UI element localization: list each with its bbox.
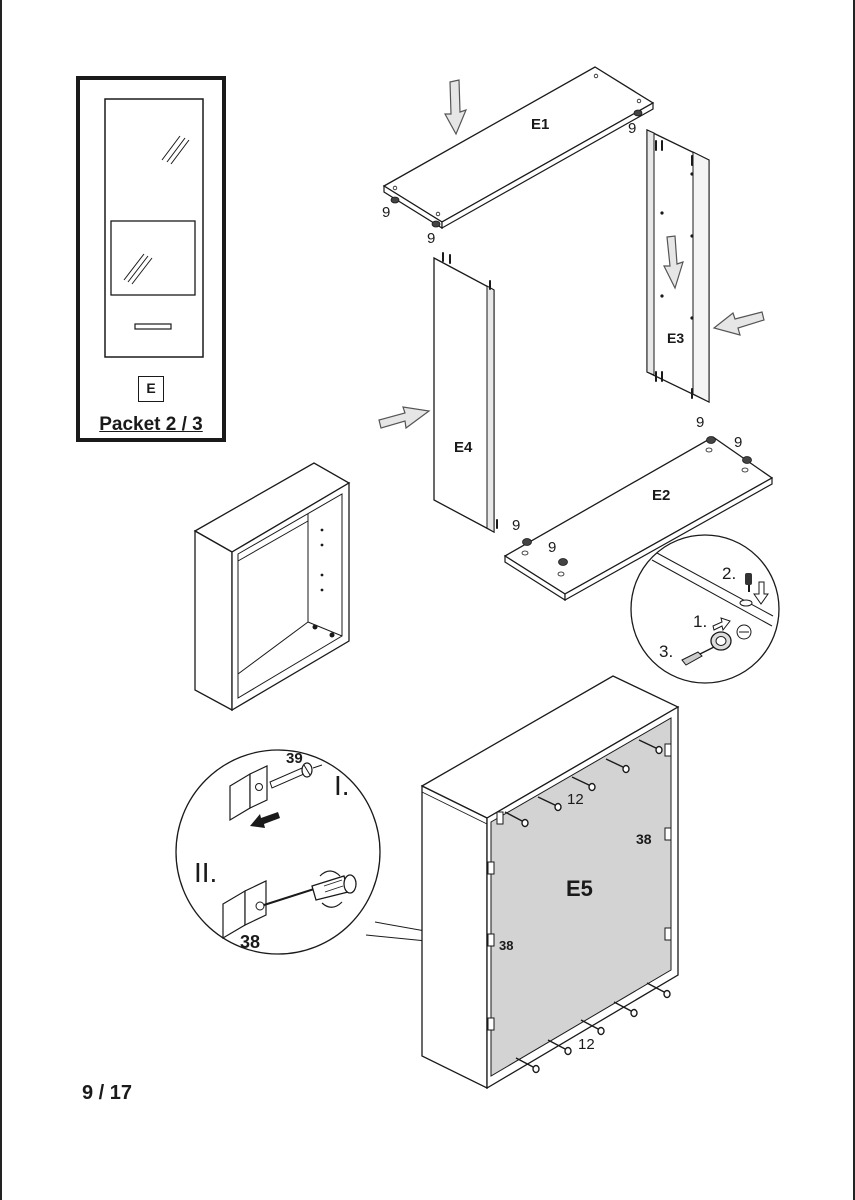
right-arrow-icon bbox=[378, 406, 431, 430]
cabinet-thumbnail bbox=[104, 98, 204, 358]
label-e5: E5 bbox=[566, 876, 593, 901]
step-roman-two: II. bbox=[194, 857, 217, 888]
cam-label: 9 bbox=[427, 230, 435, 247]
panel-e2: E2 bbox=[503, 436, 774, 602]
bracket-detail: 39 I. II. 38 bbox=[175, 749, 488, 955]
step-3-label: 3. bbox=[659, 642, 673, 661]
dowel-icon bbox=[745, 573, 752, 592]
cam-label: 9 bbox=[382, 204, 390, 221]
nail-row-top bbox=[504, 739, 663, 828]
bracket-icon bbox=[229, 765, 268, 822]
packet-letter: E bbox=[138, 376, 164, 402]
step-1-label: 1. bbox=[693, 612, 707, 631]
right-arrow-icon bbox=[712, 617, 731, 632]
down-arrow-icon bbox=[753, 581, 769, 605]
cam-labels: 9 9 9 9 9 9 9 bbox=[382, 120, 742, 556]
cam-label: 9 bbox=[696, 414, 704, 431]
left-arrow-icon bbox=[250, 812, 280, 828]
down-arrow-icon bbox=[663, 235, 684, 290]
page-number: 9 / 17 bbox=[82, 1082, 133, 1104]
label-38: 38 bbox=[499, 938, 513, 953]
cabinet-back-assembly: E5 bbox=[420, 675, 680, 1090]
screw-icon bbox=[681, 646, 715, 666]
label-39: 39 bbox=[286, 750, 303, 767]
screw-icon bbox=[269, 762, 323, 789]
panel-e5: E5 bbox=[490, 717, 672, 1077]
cam-label: 9 bbox=[628, 120, 636, 137]
cam-label: 9 bbox=[512, 517, 520, 534]
down-arrow-icon bbox=[443, 79, 468, 136]
cam-icon bbox=[710, 624, 752, 651]
panel-e1: E1 bbox=[382, 66, 655, 230]
label-38: 38 bbox=[240, 932, 260, 952]
panel-e4: E4 bbox=[433, 252, 498, 534]
nail-row-bottom bbox=[515, 982, 671, 1074]
cam-label: 9 bbox=[734, 434, 742, 451]
step-2-label: 2. bbox=[722, 564, 736, 583]
bracket-icon bbox=[222, 880, 267, 940]
label-12: 12 bbox=[578, 1036, 595, 1053]
cam-label: 9 bbox=[548, 539, 556, 556]
cam-lock-detail: 1. 2. 3. bbox=[630, 534, 780, 684]
label-e4: E4 bbox=[454, 439, 473, 456]
label-12: 12 bbox=[567, 791, 584, 808]
label-e2: E2 bbox=[652, 487, 670, 504]
step-roman-one: I. bbox=[334, 770, 350, 801]
packet-legend: E Packet 2 / 3 bbox=[76, 76, 226, 442]
label-e3: E3 bbox=[667, 330, 684, 346]
left-arrow-icon bbox=[712, 311, 765, 336]
assembled-carcass bbox=[193, 462, 351, 712]
label-e1: E1 bbox=[531, 116, 549, 133]
packet-title: Packet 2 / 3 bbox=[99, 414, 203, 435]
screwdriver-icon bbox=[263, 870, 357, 908]
label-38: 38 bbox=[636, 831, 652, 847]
